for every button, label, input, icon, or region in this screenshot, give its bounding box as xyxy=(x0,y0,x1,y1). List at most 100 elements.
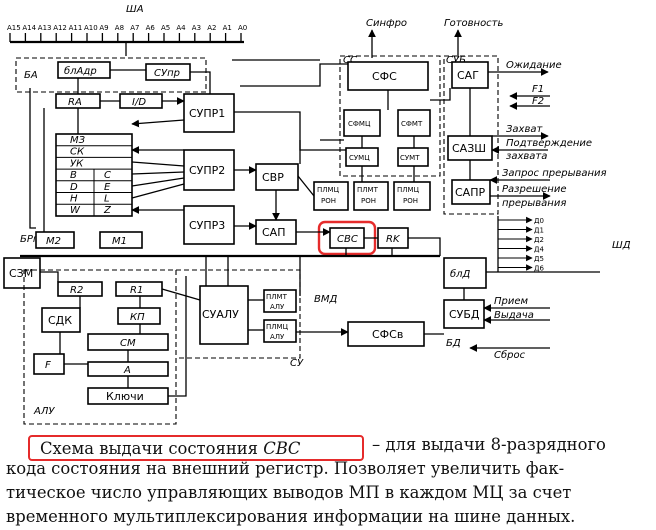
sag-label: САГ xyxy=(457,69,479,82)
address-pin-label: A10 xyxy=(84,24,98,32)
alu-label: АЛУ xyxy=(33,406,55,417)
right-signal-label: Ожидание xyxy=(506,60,562,71)
right-signal-label: Захват xyxy=(506,124,543,135)
register-row-left: D xyxy=(70,182,78,193)
register-row-right: L xyxy=(104,194,110,205)
sualu-label: СУАЛУ xyxy=(202,308,239,321)
f-label: F xyxy=(45,360,51,371)
sfsv-block xyxy=(347,321,425,347)
caption-line-3: тическое число управляющих выводов МП в … xyxy=(6,483,572,502)
data-line-label: Д5 xyxy=(534,255,544,263)
su-group xyxy=(176,269,301,359)
su-label: СУ xyxy=(290,358,304,369)
subd-label: СУБД xyxy=(449,308,480,321)
right-signal-label: F1 xyxy=(532,84,544,95)
supr2-block xyxy=(183,149,235,191)
data-line-label: Д4 xyxy=(534,246,544,254)
cc-group xyxy=(339,55,441,177)
plmc-alu-block xyxy=(263,319,297,343)
bottom-signal-label: Выдача xyxy=(494,310,534,321)
rk-label: RK xyxy=(386,234,401,245)
address-pin-label: A3 xyxy=(192,24,201,32)
plmt-alu-label-1: ПЛМТ xyxy=(266,293,288,301)
sumt-label: СУМТ xyxy=(400,154,420,162)
right-signal-label: Запрос прерывания xyxy=(502,168,607,179)
address-pin-label: A9 xyxy=(99,24,108,32)
data-line-label: Д2 xyxy=(534,236,544,244)
plmt-ron-label-2: РОН xyxy=(361,197,376,205)
svr-block xyxy=(255,163,299,191)
caption-line-2: кода состояния на внешний регистр. Позво… xyxy=(6,459,565,478)
right-signal-label: Подтверждение xyxy=(506,138,592,149)
caption-highlight-prefix: Схема выдачи состояния xyxy=(40,439,264,458)
plmt-alu-block xyxy=(263,289,297,313)
right-signal-label: Разрешение xyxy=(502,184,566,195)
plmc-alu-label-2: АЛУ xyxy=(270,333,285,341)
supr2-label: СУПР2 xyxy=(189,164,225,177)
brg-label: БРг xyxy=(20,234,39,245)
register-row-right: С xyxy=(104,170,111,181)
r2-label: R2 xyxy=(70,285,83,296)
bl-adr-label: блАдр xyxy=(64,65,97,77)
sap-label: САП xyxy=(262,226,285,239)
sdk-label: СДК xyxy=(48,314,72,327)
register-row-left: W xyxy=(70,205,81,216)
address-pin-label: A11 xyxy=(69,24,83,32)
address-pin-label: A15 xyxy=(7,24,21,32)
sfmc-block xyxy=(343,109,381,137)
supr1-block xyxy=(183,93,235,133)
caption: Схема выдачи состояния СВС – для выдачи … xyxy=(0,433,656,530)
kp-label: КП xyxy=(130,312,145,323)
sync-output-label: Синфро xyxy=(366,18,407,29)
plmc-ron2-label-2: РОН xyxy=(403,197,418,205)
sub-group xyxy=(443,55,499,215)
sfmc-label: СФМЦ xyxy=(348,120,371,128)
register-row-left: СК xyxy=(70,147,85,158)
szm-block xyxy=(3,257,41,289)
address-pin-label: A6 xyxy=(146,24,156,32)
bd-label: БД xyxy=(446,338,461,349)
m1-block xyxy=(99,231,143,249)
m1-label: М1 xyxy=(112,236,127,247)
ba-group xyxy=(15,57,207,93)
sdk-block xyxy=(41,307,81,333)
address-pin-label: A7 xyxy=(130,24,139,32)
plmt-alu-label-2: АЛУ xyxy=(270,303,285,311)
register-row-left: УК xyxy=(70,158,84,169)
supr1-label: СУПР1 xyxy=(189,107,225,120)
svc-label: СВС xyxy=(337,234,358,245)
register-row-left: H xyxy=(70,194,78,205)
sazsh-label: САЗШ xyxy=(452,142,486,155)
plmt-ron-label-1: ПЛМТ xyxy=(357,186,379,194)
register-row-left: МЗ xyxy=(70,135,86,146)
subd-block xyxy=(443,299,485,329)
kp-block xyxy=(117,307,161,325)
right-signal-label: F2 xyxy=(532,96,544,107)
register-row-right: Z xyxy=(103,205,112,216)
register-row-left: В xyxy=(70,170,77,181)
caption-highlight: Схема выдачи состояния СВС xyxy=(28,435,364,461)
plmc-ron-block xyxy=(313,181,349,211)
data-bus-label: ШД xyxy=(612,240,631,251)
r1-label: R1 xyxy=(130,285,143,296)
cc-label: СС xyxy=(343,55,357,66)
ba-label: БА xyxy=(24,70,38,81)
caption-highlight-term: СВС xyxy=(263,439,301,458)
sualu-block xyxy=(199,285,249,345)
right-signal-label: захвата xyxy=(506,151,547,162)
address-pin-label: A12 xyxy=(53,24,67,32)
sm-label: СМ xyxy=(120,338,136,349)
m2-label: М2 xyxy=(46,236,61,247)
ready-output-label: Готовность xyxy=(444,18,504,29)
caption-line-4: временного мультиплексирования информаци… xyxy=(6,507,576,526)
plmc-alu-label-1: ПЛМЦ xyxy=(266,323,289,331)
register-row-right: E xyxy=(104,182,111,193)
plmc-ron-label-1: ПЛМЦ xyxy=(317,186,340,194)
address-pin-label: A0 xyxy=(238,24,247,32)
data-line-label: Д1 xyxy=(534,227,544,235)
plmc-ron2-label-1: ПЛМЦ xyxy=(397,186,420,194)
